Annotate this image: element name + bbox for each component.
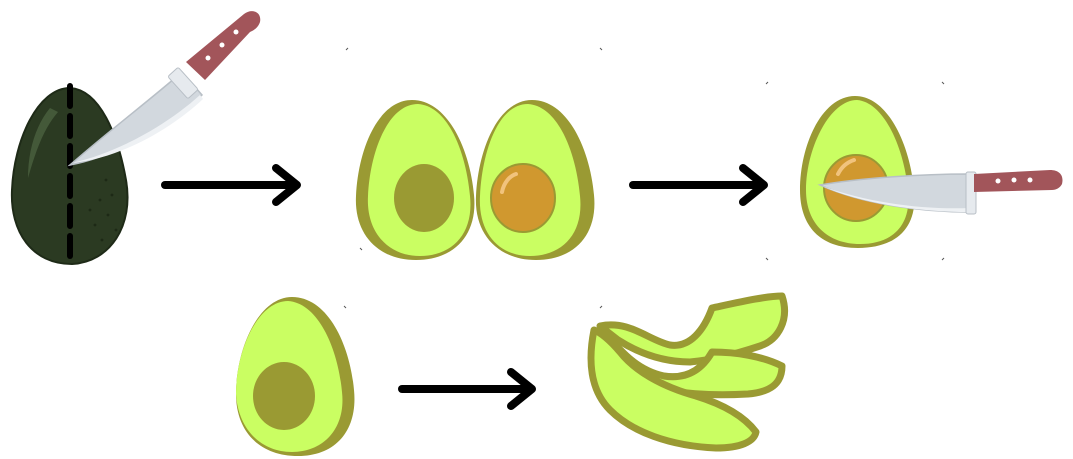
knife-in-pit-icon <box>800 96 1063 248</box>
arrow-right-icon <box>633 168 764 202</box>
knife-icon <box>70 11 260 165</box>
knife-handle <box>974 170 1063 192</box>
knife-rivet <box>206 56 211 61</box>
knife-rivet <box>234 30 239 35</box>
avocado-pit <box>491 164 555 232</box>
avocado-slices-icon <box>591 296 785 448</box>
knife-rivet <box>1028 178 1033 183</box>
knife-rivet <box>996 179 1001 184</box>
avocado-halves-icon <box>356 100 595 260</box>
knife-rivet <box>1012 178 1017 183</box>
avocado-half-left <box>356 100 475 260</box>
avocado-slice <box>600 296 785 362</box>
pit-cavity <box>253 362 315 430</box>
arrow-right-icon <box>402 372 532 406</box>
arrow-right-icon <box>165 168 297 202</box>
knife-rivet <box>220 43 225 48</box>
avocado-half-right <box>476 100 595 260</box>
pit-cavity <box>394 164 454 232</box>
avocado-with-knife-icon <box>12 11 260 264</box>
avocado-half-icon <box>236 297 354 456</box>
